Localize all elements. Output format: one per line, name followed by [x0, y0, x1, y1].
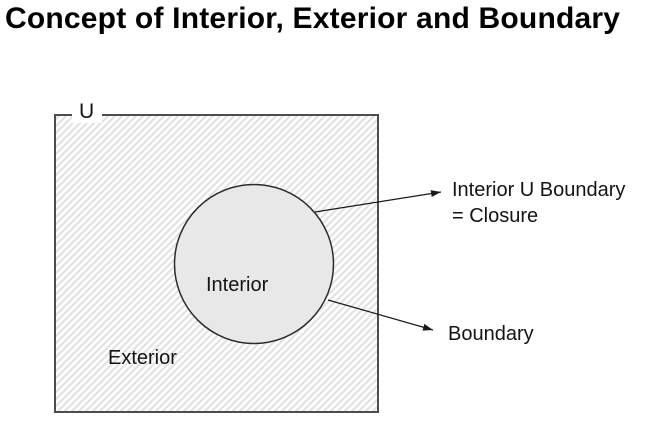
- universe-label-backdrop: [72, 100, 102, 123]
- closure-note: Interior U Boundary = Closure: [452, 177, 625, 229]
- boundary-label: Boundary: [448, 323, 534, 345]
- boundary-arrow: [327, 299, 434, 331]
- interior-label: Interior: [206, 274, 269, 296]
- exterior-label: Exterior: [108, 347, 177, 369]
- closure-note-line1: Interior U Boundary: [452, 179, 626, 201]
- closure-note-line2: = Closure: [452, 205, 539, 227]
- universe-label: U: [79, 100, 95, 123]
- interior-set-circle: [173, 183, 335, 345]
- closure-arrow: [314, 190, 442, 213]
- page-title: Concept of Interior, Exterior and Bounda…: [5, 2, 621, 35]
